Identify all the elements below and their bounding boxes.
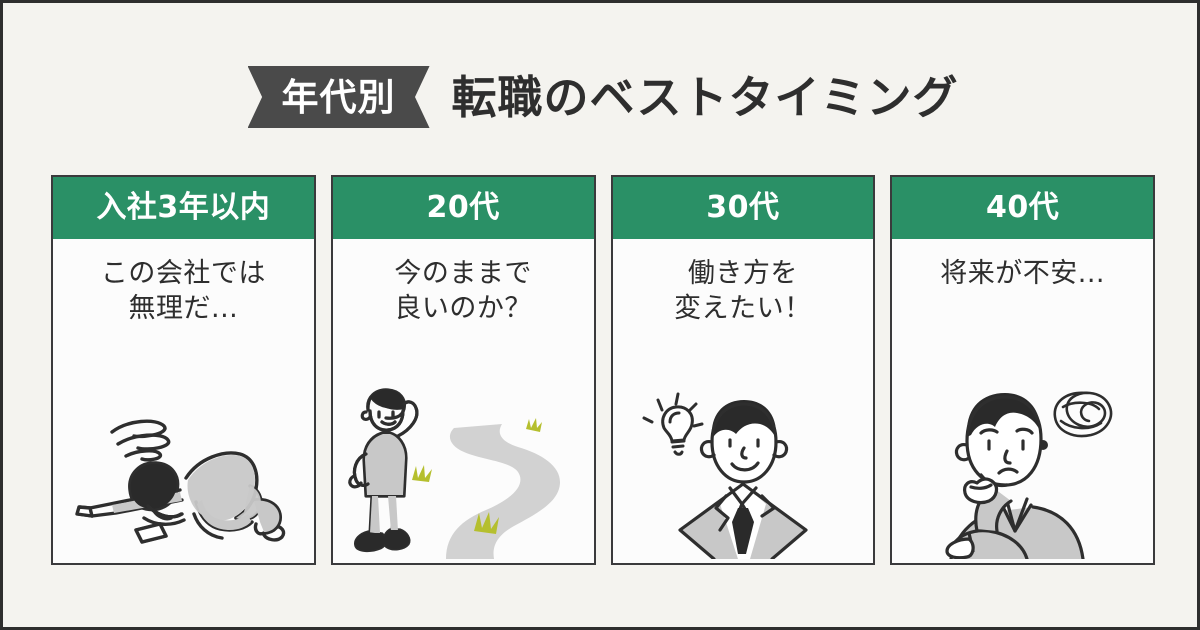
category-ribbon-badge: 年代別 xyxy=(247,66,430,128)
exhausted-person-collapsed-icon xyxy=(53,359,314,559)
worried-person-thinking-icon xyxy=(892,359,1153,559)
businessman-with-idea-lightbulb-icon xyxy=(613,359,874,559)
page-title-text: 転職のベストタイミング xyxy=(451,70,959,124)
card-item[interactable]: 40代 将来が不安... xyxy=(890,175,1155,565)
card-item[interactable]: 30代 働き方を 変えたい！ xyxy=(610,175,876,565)
card-body: 今のままで 良いのか？ xyxy=(333,239,594,563)
card-header: 40代 xyxy=(892,177,1153,239)
card-body: 将来が不安... xyxy=(892,239,1153,563)
card-header: 30代 xyxy=(612,177,874,239)
card-header-label: 入社3年以内 xyxy=(96,190,271,225)
card-quote: 今のままで 良いのか？ xyxy=(394,258,532,324)
card-quote: この会社では 無理だ... xyxy=(100,258,266,324)
page-title: 年代別 転職のベストタイミング xyxy=(3,55,1197,139)
card-quote: 将来が不安... xyxy=(940,258,1105,289)
card-quote: 働き方を 変えたい！ xyxy=(674,258,812,324)
category-ribbon-label: 年代別 xyxy=(281,75,396,119)
card-body: 働き方を 変えたい！ xyxy=(613,239,874,563)
card-header-label: 40代 xyxy=(986,190,1060,225)
card-header: 入社3年以内 xyxy=(53,177,314,239)
card-body: この会社では 無理だ... xyxy=(53,239,314,563)
card-item[interactable]: 20代 今のままで 良いのか？ xyxy=(330,175,596,565)
card-row: 入社3年以内 この会社では 無理だ... xyxy=(51,175,1155,565)
card-header-label: 20代 xyxy=(426,190,500,225)
card-header-label: 30代 xyxy=(706,190,780,225)
card-item[interactable]: 入社3年以内 この会社では 無理だ... xyxy=(51,175,316,565)
card-header: 20代 xyxy=(332,177,594,239)
person-at-winding-path-icon xyxy=(333,359,594,559)
